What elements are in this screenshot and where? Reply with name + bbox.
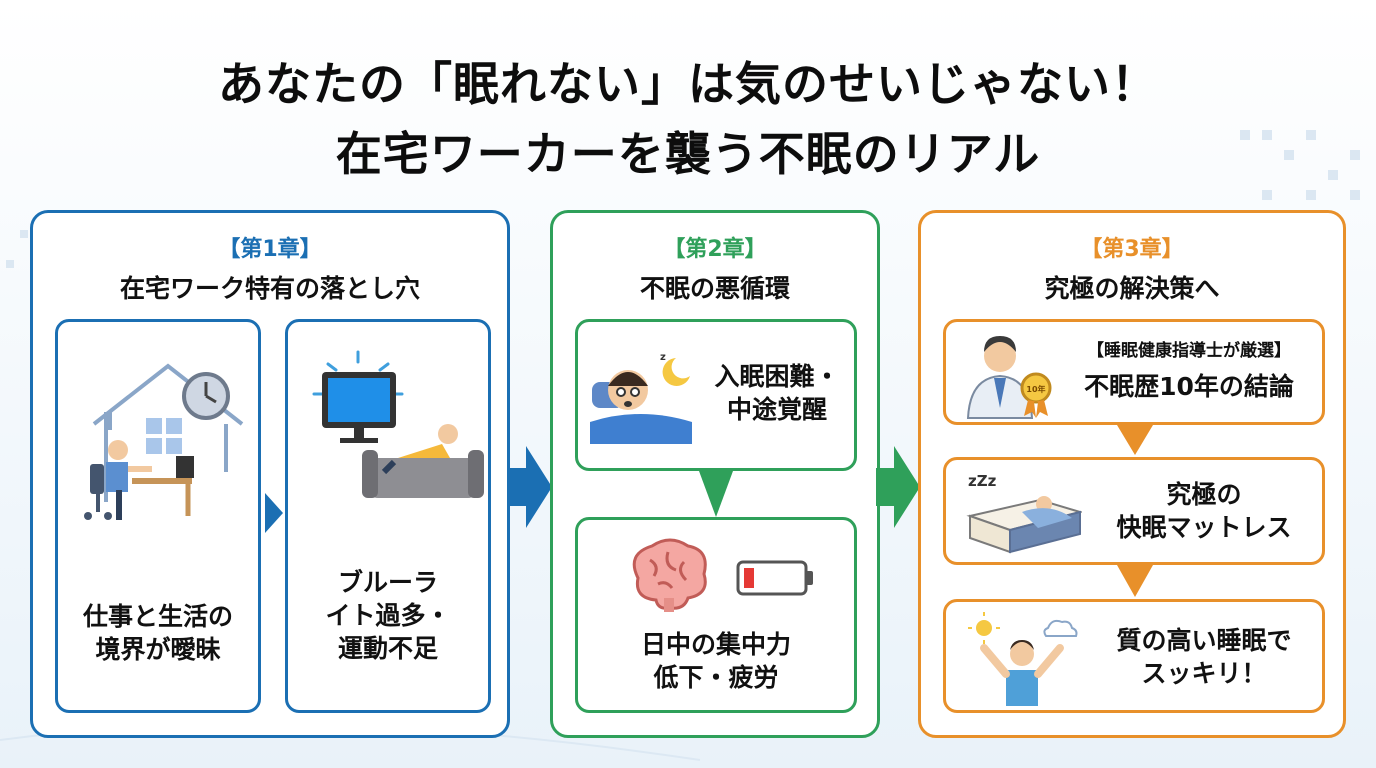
- awake-in-bed-icon: z: [590, 352, 692, 444]
- brain-icon: [632, 538, 707, 612]
- chapter1-card2-line1: ブルーラ: [337, 568, 438, 597]
- low-battery-icon: [736, 560, 813, 596]
- chapter3-card-mattress: zZz 究極の 快眠マットレス: [943, 457, 1325, 565]
- chapter3-card1-badge: 【睡眠健康指導士が厳選】: [1087, 341, 1291, 361]
- chapter3-label: 【第3章】: [1080, 237, 1184, 262]
- flow-arrow-2-to-3-icon: [876, 446, 920, 528]
- chapter3-card2-line2: 快眠マットレス: [1116, 513, 1292, 542]
- chapter2-label: 【第2章】: [663, 237, 767, 262]
- zzz-text: zZz: [968, 472, 997, 490]
- page-title-line2: 在宅ワーカーを襲う不眠のリアル: [335, 127, 1041, 181]
- chapter2-card2-line1: 日中の集中力: [640, 630, 791, 659]
- chapter1-card2-line2: イト過多・: [325, 601, 451, 630]
- chapter1-card-boundary: 仕事と生活の 境界が曖昧: [55, 319, 261, 713]
- mattress-icon: zZz: [966, 472, 1082, 554]
- chapter1-label: 【第1章】: [218, 237, 322, 262]
- page-title-line1: あなたの「眠れない」は気のせいじゃない！: [218, 57, 1158, 111]
- svg-text:z: z: [660, 352, 666, 363]
- chapter3-down-arrow2-icon: [1117, 565, 1153, 597]
- tv-couch-icon: [312, 350, 484, 498]
- chapter2-card1-line1: 入眠困難・: [714, 362, 840, 391]
- chapter1-inner-arrow-icon: [265, 493, 283, 533]
- refreshed-person-icon: [968, 612, 1078, 706]
- chapter1-card1-line1: 仕事と生活の: [82, 602, 233, 631]
- medal-text: 10年: [1026, 384, 1045, 394]
- chapter2-card-fatigue: 日中の集中力 低下・疲労: [575, 517, 857, 713]
- chapter3-card-refreshed: 質の高い睡眠で スッキリ！: [943, 599, 1325, 713]
- chapter2-down-arrow-icon: [699, 471, 733, 517]
- chapter1-panel: 【第1章】 在宅ワーク特有の落とし穴 仕事と生活の 境界が曖昧: [30, 210, 510, 738]
- chapter2-card1-line2: 中途覚醒: [726, 395, 827, 424]
- chapter1-card2-line3: 運動不足: [337, 634, 438, 663]
- chapter1-title: 在宅ワーク特有の落とし穴: [119, 274, 420, 303]
- expert-with-medal-icon: 10年: [966, 336, 1052, 419]
- chapter1-card-bluelight: ブルーラ イト過多・ 運動不足: [285, 319, 491, 713]
- chapter3-down-arrow1-icon: [1117, 425, 1153, 455]
- chapter3-panel: 【第3章】 究極の解決策へ 10年 【睡眠健康指導士が厳選】 不眠歴10年の結論…: [918, 210, 1346, 738]
- chapter3-card2-line1: 究極の: [1166, 480, 1242, 509]
- home-office-icon: [84, 363, 244, 520]
- flow-arrow-1-to-2-icon: [508, 446, 552, 528]
- chapter3-title: 究極の解決策へ: [1044, 274, 1220, 303]
- chapter3-card-expert: 10年 【睡眠健康指導士が厳選】 不眠歴10年の結論: [943, 319, 1325, 425]
- chapter2-card-insomnia: z 入眠困難・ 中途覚醒: [575, 319, 857, 471]
- chapter2-panel: 【第2章】 不眠の悪循環 z 入眠困難・ 中途覚醒: [550, 210, 880, 738]
- chapter3-card1-line1: 不眠歴10年の結論: [1084, 372, 1294, 401]
- chapter3-card3-line2: スッキリ！: [1141, 659, 1267, 688]
- chapter2-title: 不眠の悪循環: [639, 274, 790, 303]
- chapter3-card3-line1: 質の高い睡眠で: [1116, 626, 1292, 655]
- chapter2-card2-line2: 低下・疲労: [653, 663, 779, 692]
- chapter1-card1-line2: 境界が曖昧: [95, 635, 221, 664]
